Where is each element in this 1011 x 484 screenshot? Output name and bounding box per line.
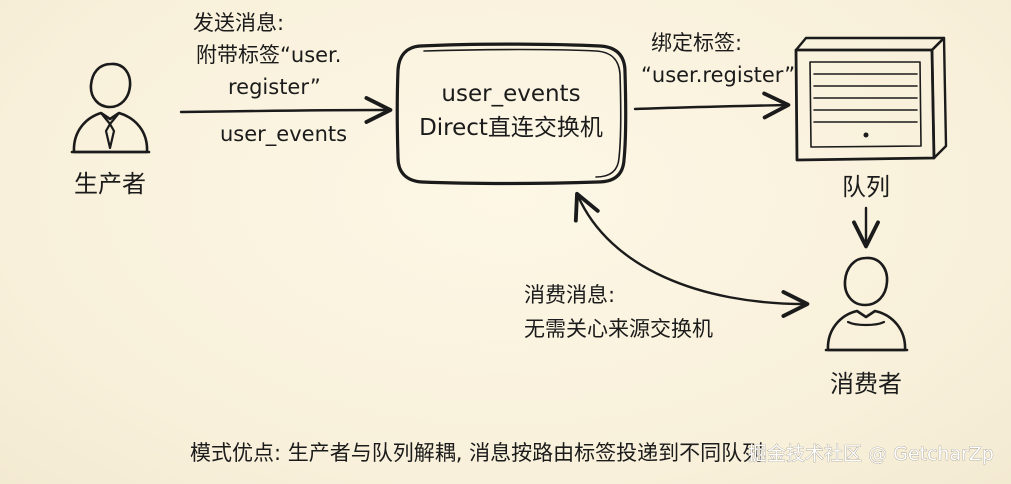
consumer-person-icon: [824, 256, 909, 352]
bind-note-line1: 绑定标签:: [651, 31, 742, 55]
exchange-name: user_events: [441, 81, 580, 107]
producer-person-icon: [70, 62, 151, 154]
exchange-name-under-arrow: user_events: [220, 122, 347, 147]
publish-arrow: [179, 96, 393, 124]
bind-note-line2: “user.register”: [641, 63, 795, 87]
consume-note-line2: 无需关心来源交换机: [524, 317, 713, 341]
producer-label: 生产者: [74, 170, 146, 198]
exchange-type: Direct直连交换机: [419, 115, 603, 141]
send-note-line1: 发送消息:: [193, 11, 284, 35]
consume-arrow: [573, 191, 810, 318]
consumer-label: 消费者: [830, 370, 902, 398]
send-note-line2: 附带标签“user.: [196, 43, 341, 67]
exchange-box: [395, 42, 628, 186]
send-note-line3: register”: [228, 75, 321, 99]
queue-label: 队列: [842, 173, 890, 201]
consume-note-line1: 消费消息:: [524, 283, 615, 307]
queue-box-icon: [794, 36, 948, 162]
bind-arrow: [633, 91, 791, 120]
footer-advantage: 模式优点: 生产者与队列解耦, 消息按路由标签投递到不同队列: [190, 441, 763, 465]
watermark: 掘金技术社区 @ GetcharZp: [748, 443, 994, 465]
